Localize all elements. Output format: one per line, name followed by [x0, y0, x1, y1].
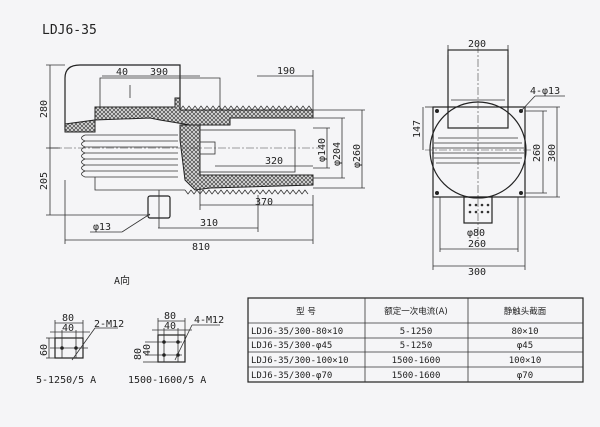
dim-260-horizontal: 260 [468, 239, 486, 250]
bolt-spec: 4-M12 [194, 315, 224, 326]
dim-40-vertical: 40 [142, 344, 153, 356]
dim-phi204: φ204 [332, 142, 343, 166]
dim-phi140: φ140 [317, 138, 328, 162]
dim-280: 280 [39, 100, 50, 118]
dim-370: 370 [255, 197, 273, 208]
header-contact-section: 静触头截面 [504, 306, 547, 317]
housing-outline [64, 64, 181, 130]
cell-section: φ45 [517, 341, 533, 351]
dim-phi260: φ260 [352, 144, 363, 168]
dim-205: 205 [39, 172, 50, 190]
table-row: LDJ6-35/300-100×10 1500-1600 100×10 [251, 356, 541, 366]
dim-80-vertical: 80 [133, 348, 144, 360]
dim-40: 40 [164, 321, 176, 332]
dim-40: 40 [62, 323, 74, 334]
bolt-spec: 2-M12 [94, 319, 124, 330]
cell-model: LDJ6-35/300-100×10 [251, 356, 349, 366]
cell-section: 100×10 [509, 356, 542, 366]
cell-current: 5-1250 [400, 327, 433, 337]
cell-current: 1500-1600 [392, 371, 441, 381]
dim-200: 200 [468, 39, 486, 50]
terminal-caption: 5-1250/5 A [36, 375, 96, 386]
dim-80: 80 [164, 311, 176, 322]
terminal-detail-1: 80 40 60 2-M12 5-1250/5 A [36, 313, 124, 386]
primary-terminal [463, 196, 493, 224]
dim-390: 390 [150, 67, 168, 78]
dim-147: 147 [412, 120, 423, 138]
cell-section: φ70 [517, 371, 533, 381]
cell-current: 5-1250 [400, 341, 433, 351]
table-row: LDJ6-35/300-φ45 5-1250 φ45 [251, 341, 533, 351]
winding-fins [81, 134, 185, 191]
dim-80: 80 [62, 313, 74, 324]
terminal-detail-2: 80 40 80 40 4-M12 1500-1600/5 A [128, 311, 224, 386]
cell-model: LDJ6-35/300-φ45 [251, 341, 332, 351]
cell-model: LDJ6-35/300-φ70 [251, 371, 332, 381]
dim-40: 40 [116, 67, 128, 78]
dim-300-vertical: 300 [547, 144, 558, 162]
dim-phi80: φ80 [467, 228, 485, 239]
header-rated-current: 额定一次电流(A) [384, 306, 447, 317]
insulation-top [94, 97, 314, 126]
side-view: 40 390 190 280 205 320 370 310 810 φ140 … [39, 64, 365, 287]
cell-current: 1500-1600 [392, 356, 441, 366]
table-row: LDJ6-35/300-φ70 1500-1600 φ70 [251, 371, 533, 381]
end-view: 200 4-φ13 147 260 300 φ80 260 300 [412, 39, 565, 278]
cell-model: LDJ6-35/300-80×10 [251, 327, 343, 337]
table-row: LDJ6-35/300-80×10 5-1250 80×10 [251, 327, 539, 337]
dim-310: 310 [200, 218, 218, 229]
mounting-flange [432, 106, 526, 198]
spec-table: 型 号 额定一次电流(A) 静触头截面 LDJ6-35/300-80×10 5-… [247, 297, 584, 383]
dim-190: 190 [277, 66, 295, 77]
dim-810: 810 [192, 242, 210, 253]
terminal-caption: 1500-1600/5 A [128, 375, 206, 386]
view-a-label: A向 [114, 274, 130, 287]
dim-phi13: φ13 [93, 222, 111, 233]
dim-60: 60 [39, 344, 50, 356]
dim-260-vertical: 260 [532, 144, 543, 162]
dim-320: 320 [265, 156, 283, 167]
header-model: 型 号 [296, 307, 316, 317]
hole-spec: 4-φ13 [530, 86, 560, 97]
cell-section: 80×10 [511, 327, 538, 337]
dim-300-horizontal: 300 [468, 267, 486, 278]
drawing-title: LDJ6-35 [42, 23, 97, 38]
